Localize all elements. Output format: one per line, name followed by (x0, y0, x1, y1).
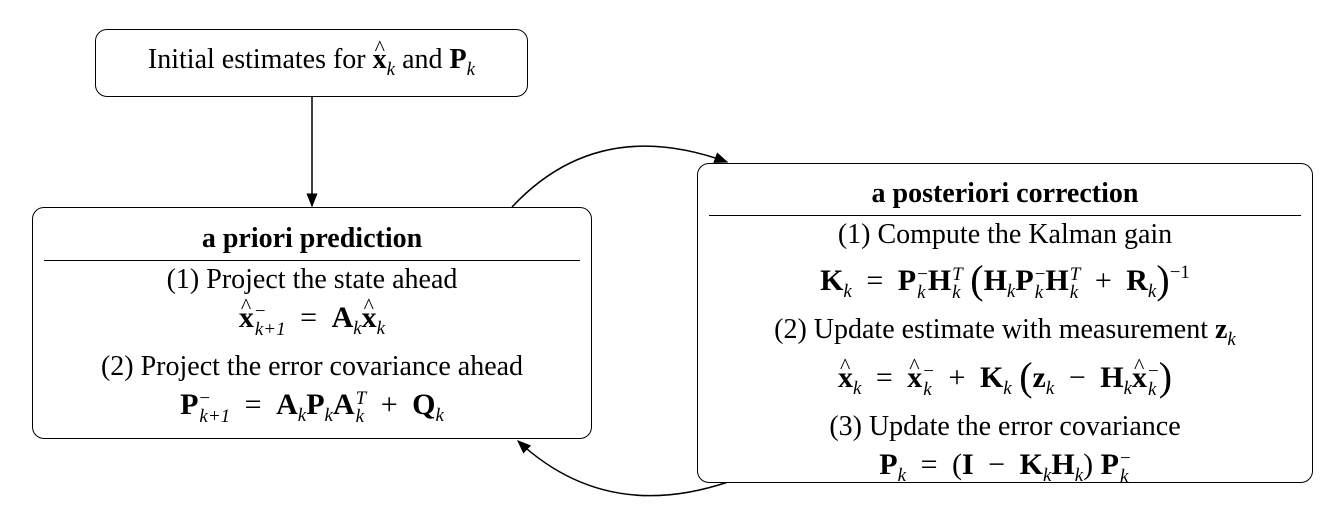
correction-divider (709, 215, 1301, 216)
state-projection-equation: x−k+1 = Akxk (33, 285, 591, 350)
correction-step-3: (3) Update the error covariance (829, 411, 1181, 442)
initial-estimates-box: Initial estimates for xk and Pk (95, 29, 528, 97)
prediction-box: a priori prediction (1) Project the stat… (32, 207, 592, 439)
p-symbol: P (449, 44, 467, 75)
correction-step-2: (2) Update estimate with measurement zk (774, 314, 1236, 350)
arrow-prediction-to-correction (511, 145, 729, 208)
correction-step-1: (1) Compute the Kalman gain (837, 219, 1173, 250)
correction-box: a posteriori correction (1) Compute the … (697, 163, 1313, 486)
x-hat-symbol: x (373, 31, 387, 77)
initial-estimates-text: Initial estimates for xk and Pk (96, 31, 527, 87)
prediction-step-1: (1) Project the state ahead (166, 264, 458, 295)
arrow-correction-to-prediction (516, 440, 729, 497)
prediction-divider (44, 260, 580, 261)
prediction-step-2: (2) Project the error covariance ahead (100, 351, 524, 382)
correction-title: a posteriori correction (871, 178, 1139, 209)
covariance-update-equation: Pk = (I − KkHk) P−k (879, 447, 1131, 487)
state-update-equation: xk = x−k + Kk (zk − Hkx−k) (698, 345, 1312, 410)
prediction-title: a priori prediction (201, 223, 423, 254)
